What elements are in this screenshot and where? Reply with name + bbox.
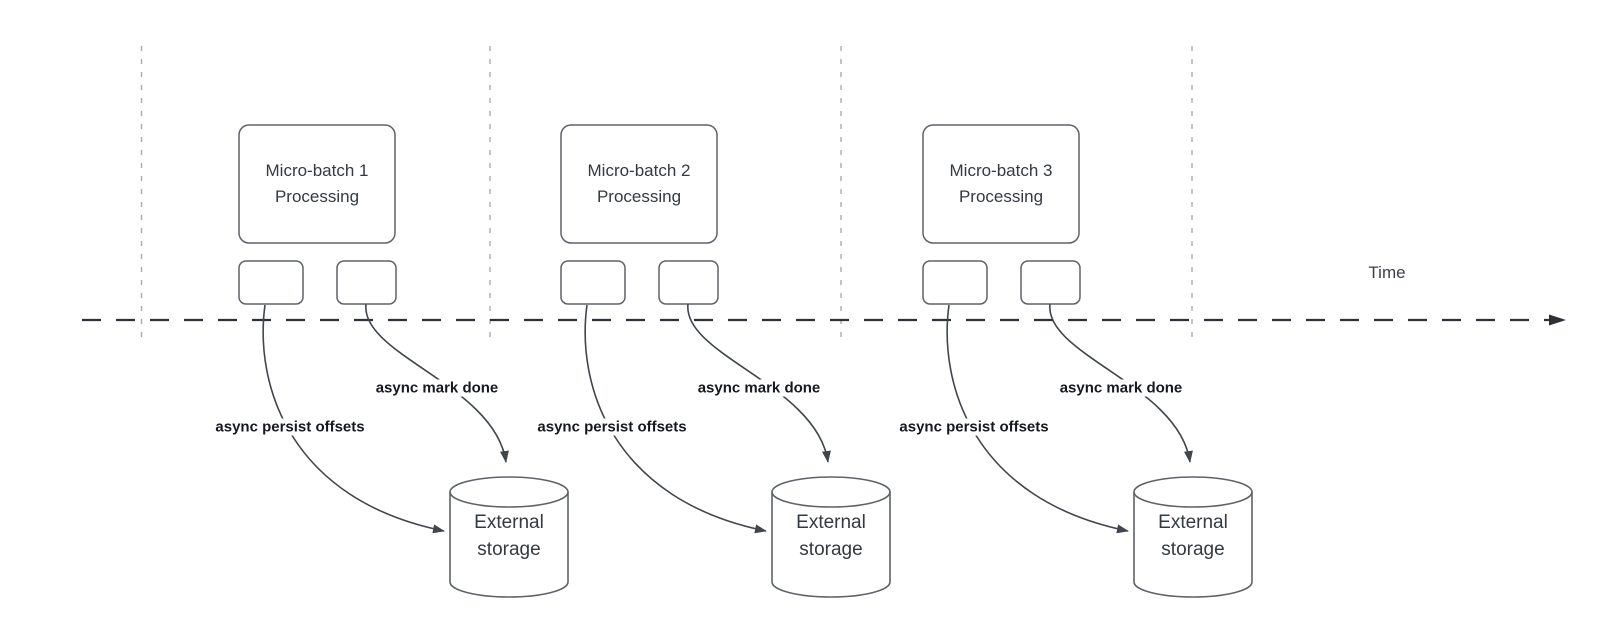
processing-box-label: Micro-batch 2 Processing — [588, 158, 691, 210]
processing-box-label-line1: Micro-batch 1 — [265, 161, 369, 180]
external-storage-cylinder-lid — [1133, 491, 1253, 508]
external-storage-cylinder-lid — [771, 491, 891, 508]
external-storage-label-line1: External — [796, 512, 866, 533]
batch-group — [922, 124, 1253, 598]
external-storage-cylinder-lid — [449, 491, 569, 508]
persist-offsets-box — [922, 260, 988, 305]
external-storage-cylinder — [1133, 476, 1253, 598]
persist-offsets-box — [238, 260, 304, 305]
mark-done-box — [336, 260, 397, 305]
mark-done-box — [658, 260, 719, 305]
mark-done-arrow — [687, 303, 831, 463]
processing-box-label-line2: Processing — [274, 187, 360, 206]
external-storage-label-line2: storage — [477, 539, 541, 560]
processing-box-label-line2: Processing — [596, 187, 682, 206]
processing-box-label-line1: Micro-batch 3 — [949, 161, 1053, 180]
persist-offsets-arrow-label: async persist offsets — [212, 418, 368, 436]
processing-box-label: Micro-batch 3 Processing — [950, 158, 1053, 210]
processing-box — [560, 124, 718, 244]
processing-box-label-line2: Processing — [958, 187, 1044, 206]
external-storage-label-line1: External — [1158, 512, 1228, 533]
external-storage-label: External storage — [1158, 509, 1228, 563]
external-storage-label-line1: External — [474, 512, 544, 533]
batch-group — [238, 124, 569, 598]
external-storage-cylinder — [449, 476, 569, 598]
batch-group — [560, 124, 891, 598]
persist-offsets-arrow — [262, 304, 445, 534]
processing-box — [922, 124, 1080, 244]
mark-done-arrow — [1049, 303, 1193, 463]
external-storage-cylinder — [771, 476, 891, 598]
persist-offsets-arrow — [946, 304, 1129, 534]
external-storage-label-line2: storage — [1161, 539, 1225, 560]
persist-offsets-box — [560, 260, 626, 305]
persist-offsets-arrow-label: async persist offsets — [534, 418, 690, 436]
mark-done-arrow — [365, 303, 509, 463]
processing-box — [238, 124, 396, 244]
persist-offsets-arrow — [584, 304, 767, 534]
mark-done-arrow-label: async mark done — [694, 379, 824, 397]
mark-done-box — [1020, 260, 1081, 305]
external-storage-label: External storage — [474, 509, 544, 563]
mark-done-arrow-label: async mark done — [1056, 379, 1186, 397]
external-storage-label: External storage — [796, 509, 866, 563]
processing-box-label: Micro-batch 1 Processing — [266, 158, 369, 210]
processing-box-label-line1: Micro-batch 2 — [587, 161, 691, 180]
mark-done-arrow-label: async mark done — [372, 379, 502, 397]
persist-offsets-arrow-label: async persist offsets — [896, 418, 1052, 436]
time-axis-label: Time — [1368, 263, 1406, 282]
external-storage-label-line2: storage — [799, 539, 863, 560]
